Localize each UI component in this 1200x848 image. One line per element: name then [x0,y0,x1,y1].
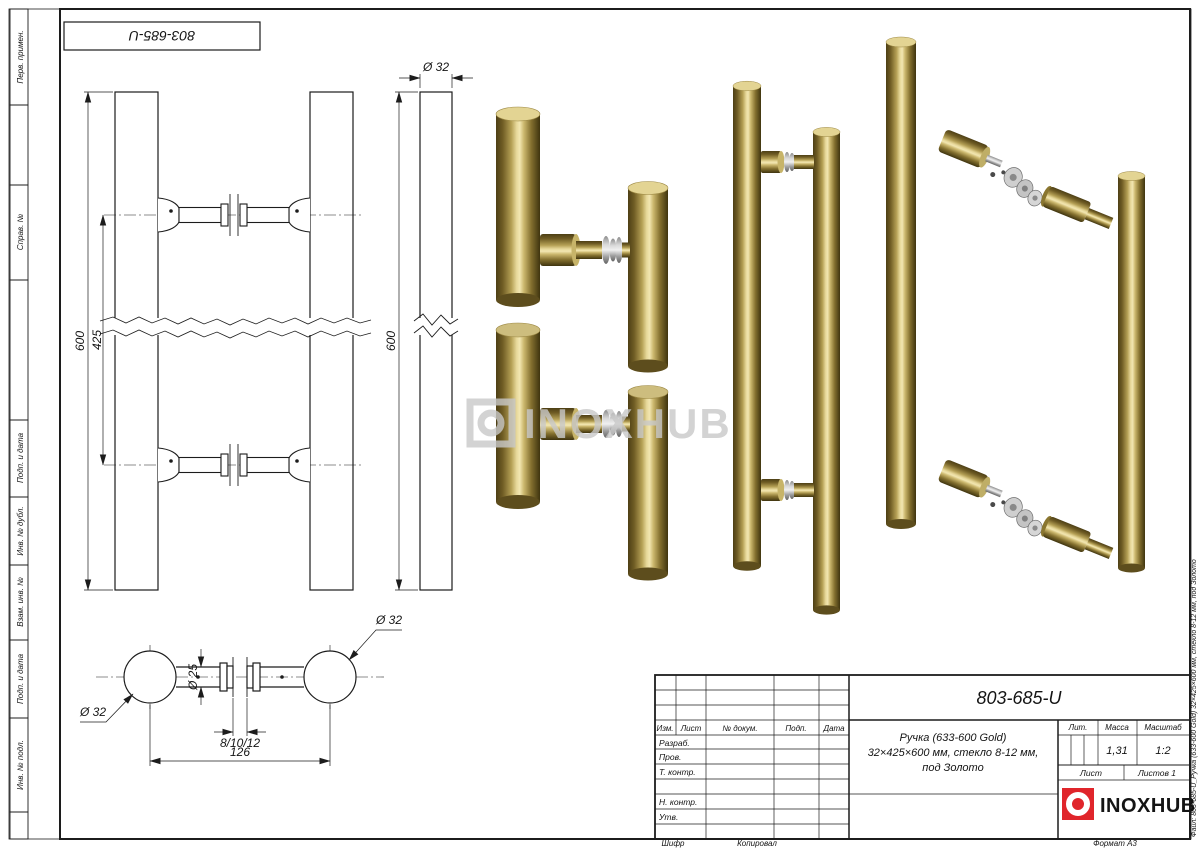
margin-label-vzam-inv: Взам. инв. № [16,577,25,627]
dim-glass-thickness-label: 8/10/12 [220,736,260,750]
watermark-logo-ring [477,409,505,437]
footer-format-label: Формат А3 [1093,839,1137,848]
tb-role-utv: Утв. [658,812,678,822]
tb-role-tkontr: Т. контр. [659,767,696,777]
margin-label-perv-primen: Перв. примен. [16,30,25,83]
dim-plan-boss-dia-label: Ø 25 [186,664,200,691]
footer-copied-label: Копировал [737,839,777,848]
front-view: 600 425 [73,91,373,591]
tb-name-line1: Ручка (633-600 Gold) [900,732,1007,744]
sheet-frame: Перв. примен. Справ. № Подп. и дата Инв.… [8,8,1192,840]
dim-side-total-label: 600 [384,331,398,351]
top-stamp-number: 803-685-U [128,28,195,44]
company-logo: INOXHUB [1062,788,1196,820]
dim-plan-dia-left-label: Ø 32 [79,705,106,719]
tb-doc-number: 803-685-U [976,688,1062,708]
footer-cipher-label: Шифр [662,839,685,848]
front-dimensions [84,91,113,591]
file-label-vertical: Файл: 803-685-U_Ручка (633-600 Gold) 32×… [1190,559,1198,837]
side-dimensions [395,74,473,591]
watermark: INOXHUB [466,398,732,448]
render-assembled-pair [732,80,841,615]
dim-side-diameter-label: Ø 32 [422,60,449,74]
tb-role-prov: Пров. [659,752,681,762]
tb-scale-label: Масштаб [1144,723,1182,732]
tb-name-line3: под Золото [922,762,983,774]
tb-scale-value: 1:2 [1155,745,1170,757]
plan-dimensions [80,629,402,766]
side-view: Ø 32 600 [384,60,473,591]
render-single-handle [885,36,917,529]
tb-header-docnum: № докум. [722,724,757,733]
top-stamp: 803-685-U [63,21,261,51]
watermark-logo-square [466,398,516,448]
tb-header-izm: Изм. [656,724,673,733]
tb-lit-label: Лит. [1068,723,1088,732]
dim-front-centers-label: 425 [90,330,104,350]
margin-label-sprav-no: Справ. № [16,213,25,250]
tb-mass-label: Масса [1105,723,1129,732]
logo-ring-icon [1066,792,1090,816]
tb-name-line2: 32×425×600 мм, стекло 8-12 мм, [868,747,1039,759]
tb-sheet-label: Лист [1079,768,1102,778]
footer-annotations: Шифр Копировал Формат А3 Файл: 803-685-U… [662,559,1198,848]
dim-front-total-label: 600 [73,331,87,351]
logo-text: INOXHUB [1100,795,1196,817]
render-exploded-pair [495,106,669,581]
dim-plan-dia-right-label: Ø 32 [375,613,402,627]
tb-header-data: Дата [822,724,845,733]
dim-plan-centers-label: 126 [230,745,250,759]
render-exploded-hardware [931,128,1146,573]
tb-header-list: Лист [680,724,702,733]
margin-boxes [9,8,29,840]
tb-role-razrab: Разраб. [659,738,690,748]
tb-sheets-label: Листов 1 [1137,768,1176,778]
watermark-text: INOXHUB [524,400,732,447]
margin-label-podp-data-1: Подп. и дата [16,432,25,483]
margin-label-inv-podl: Инв. № подл. [16,740,25,790]
title-block: Изм. Лист № докум. Подп. Дата Разраб. Пр… [654,674,1196,840]
margin-label-podp-data-2: Подп. и дата [16,653,25,704]
tb-mass-value: 1,31 [1106,745,1127,757]
margin-label-inv-dubl: Инв. № дубл. [16,506,25,555]
tb-role-nkontr: Н. контр. [659,797,697,807]
plan-view: Ø 32 Ø 32 Ø 25 8/10/12 126 [79,613,402,766]
tb-header-podp: Подп. [785,724,806,733]
